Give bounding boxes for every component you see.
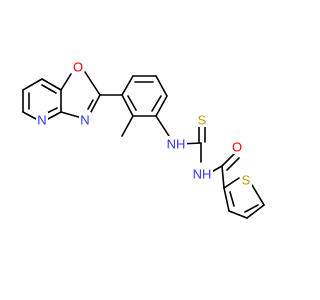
atom-n-oxazole-text: N — [80, 113, 89, 128]
bond — [121, 75, 134, 96]
bond — [155, 115, 170, 137]
bond — [229, 191, 235, 207]
bond — [47, 111, 62, 120]
bond — [41, 84, 57, 94]
bond — [246, 204, 265, 219]
bond — [151, 95, 162, 112]
atom-label-s-thiourea: S — [196, 112, 208, 128]
bond — [221, 165, 225, 189]
bond — [127, 95, 137, 111]
bond — [223, 187, 230, 212]
molecule-structure: N N O NH S NH O S — [22, 59, 265, 219]
bond — [87, 99, 94, 110]
bond — [121, 94, 134, 117]
atom-label-o-carbonyl: O — [231, 139, 243, 155]
bond — [46, 107, 58, 114]
bond — [155, 95, 168, 117]
atom-nh-aryl-text: NH — [167, 137, 186, 152]
bond — [244, 204, 259, 213]
bond — [226, 157, 240, 171]
bond — [121, 115, 134, 137]
bond — [60, 111, 83, 119]
bond — [228, 210, 248, 219]
atom-label-o-oxazole: O — [72, 59, 84, 75]
atom-o-carbonyl-text: O — [232, 140, 242, 155]
atom-label-s-thiophene: S — [240, 172, 252, 188]
atom-n-pyridine-text: N — [37, 113, 46, 128]
atom-label-n-pyridine: N — [36, 112, 48, 128]
bond — [60, 73, 72, 91]
atom-label-nh-amide: NH — [191, 166, 213, 182]
atom-s-thiophene-text: S — [242, 173, 251, 188]
atom-s-thiourea-text: S — [198, 113, 207, 128]
atom-label-layer: N N O NH S NH O S — [36, 59, 252, 188]
bond — [155, 75, 168, 97]
bond — [223, 177, 240, 189]
atom-label-n-oxazole: N — [79, 112, 91, 128]
bond — [84, 71, 101, 96]
atom-label-nh-aryl: NH — [165, 136, 187, 152]
bond — [251, 184, 265, 206]
bond — [90, 94, 101, 113]
atom-nh-amide-text: NH — [193, 167, 212, 182]
bond — [41, 78, 62, 91]
bond — [22, 111, 37, 120]
bond-layer — [22, 71, 265, 219]
atom-o-oxazole-text: O — [73, 60, 83, 75]
bond — [221, 153, 235, 167]
molecule-canvas: N N O NH S NH O S — [22, 59, 265, 219]
bond — [22, 78, 43, 91]
